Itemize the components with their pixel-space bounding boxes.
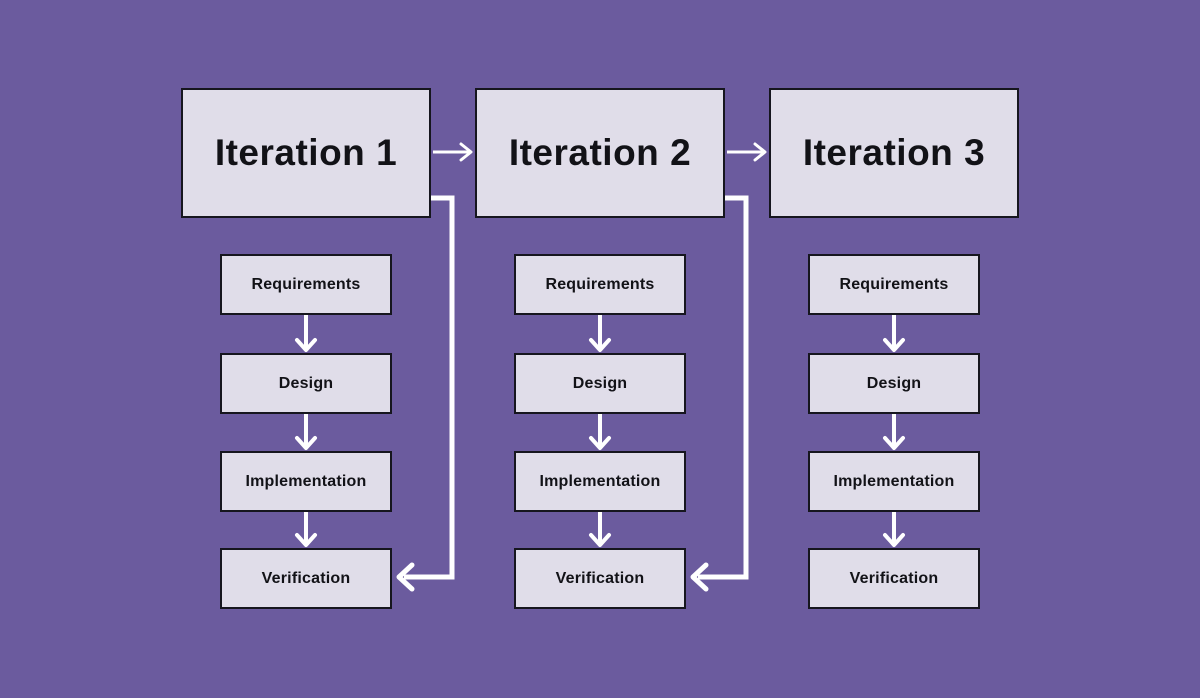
- stage-requirements-2: Requirements: [514, 254, 686, 315]
- stage-design-3-label: Design: [866, 374, 922, 392]
- iteration-2-header: Iteration 2: [475, 88, 725, 218]
- iteration-3-label: Iteration 3: [802, 132, 986, 173]
- stage-requirements-3: Requirements: [808, 254, 980, 315]
- stage-implementation-1-label: Implementation: [245, 472, 367, 490]
- stage-implementation-2-label: Implementation: [539, 472, 661, 490]
- arrow-iteration2-to-iteration3: [727, 142, 767, 162]
- iteration-2-label: Iteration 2: [508, 132, 692, 173]
- iteration-1-header: Iteration 1: [181, 88, 431, 218]
- arrow-implementation-to-verification-1: [295, 511, 317, 547]
- arrow-iteration1-to-iteration2: [433, 142, 473, 162]
- iteration-3-header: Iteration 3: [769, 88, 1019, 218]
- stage-implementation-3-label: Implementation: [833, 472, 955, 490]
- arrow-design-to-implementation-3: [883, 413, 905, 450]
- stage-verification-1-label: Verification: [261, 569, 351, 587]
- stage-requirements-3-label: Requirements: [839, 275, 949, 293]
- arrow-requirements-to-design-2: [589, 315, 611, 352]
- stage-verification-3: Verification: [808, 548, 980, 609]
- arrow-implementation-to-verification-2: [589, 511, 611, 547]
- stage-implementation-3: Implementation: [808, 451, 980, 512]
- stage-design-1: Design: [220, 353, 392, 414]
- stage-verification-2-label: Verification: [555, 569, 645, 587]
- stage-requirements-1: Requirements: [220, 254, 392, 315]
- stage-implementation-2: Implementation: [514, 451, 686, 512]
- arrow-requirements-to-design-3: [883, 315, 905, 352]
- arrow-implementation-to-verification-3: [883, 511, 905, 547]
- stage-verification-3-label: Verification: [849, 569, 939, 587]
- stage-design-1-label: Design: [278, 374, 334, 392]
- feedback-arrow-iteration2-to-verification2: [690, 195, 749, 592]
- stage-implementation-1: Implementation: [220, 451, 392, 512]
- stage-requirements-1-label: Requirements: [251, 275, 361, 293]
- feedback-arrow-iteration1-to-verification1: [396, 195, 455, 592]
- iteration-1-label: Iteration 1: [214, 132, 398, 173]
- stage-verification-2: Verification: [514, 548, 686, 609]
- arrow-design-to-implementation-2: [589, 413, 611, 450]
- stage-design-2: Design: [514, 353, 686, 414]
- arrow-design-to-implementation-1: [295, 413, 317, 450]
- stage-design-3: Design: [808, 353, 980, 414]
- stage-requirements-2-label: Requirements: [545, 275, 655, 293]
- stage-verification-1: Verification: [220, 548, 392, 609]
- stage-design-2-label: Design: [572, 374, 628, 392]
- arrow-requirements-to-design-1: [295, 315, 317, 352]
